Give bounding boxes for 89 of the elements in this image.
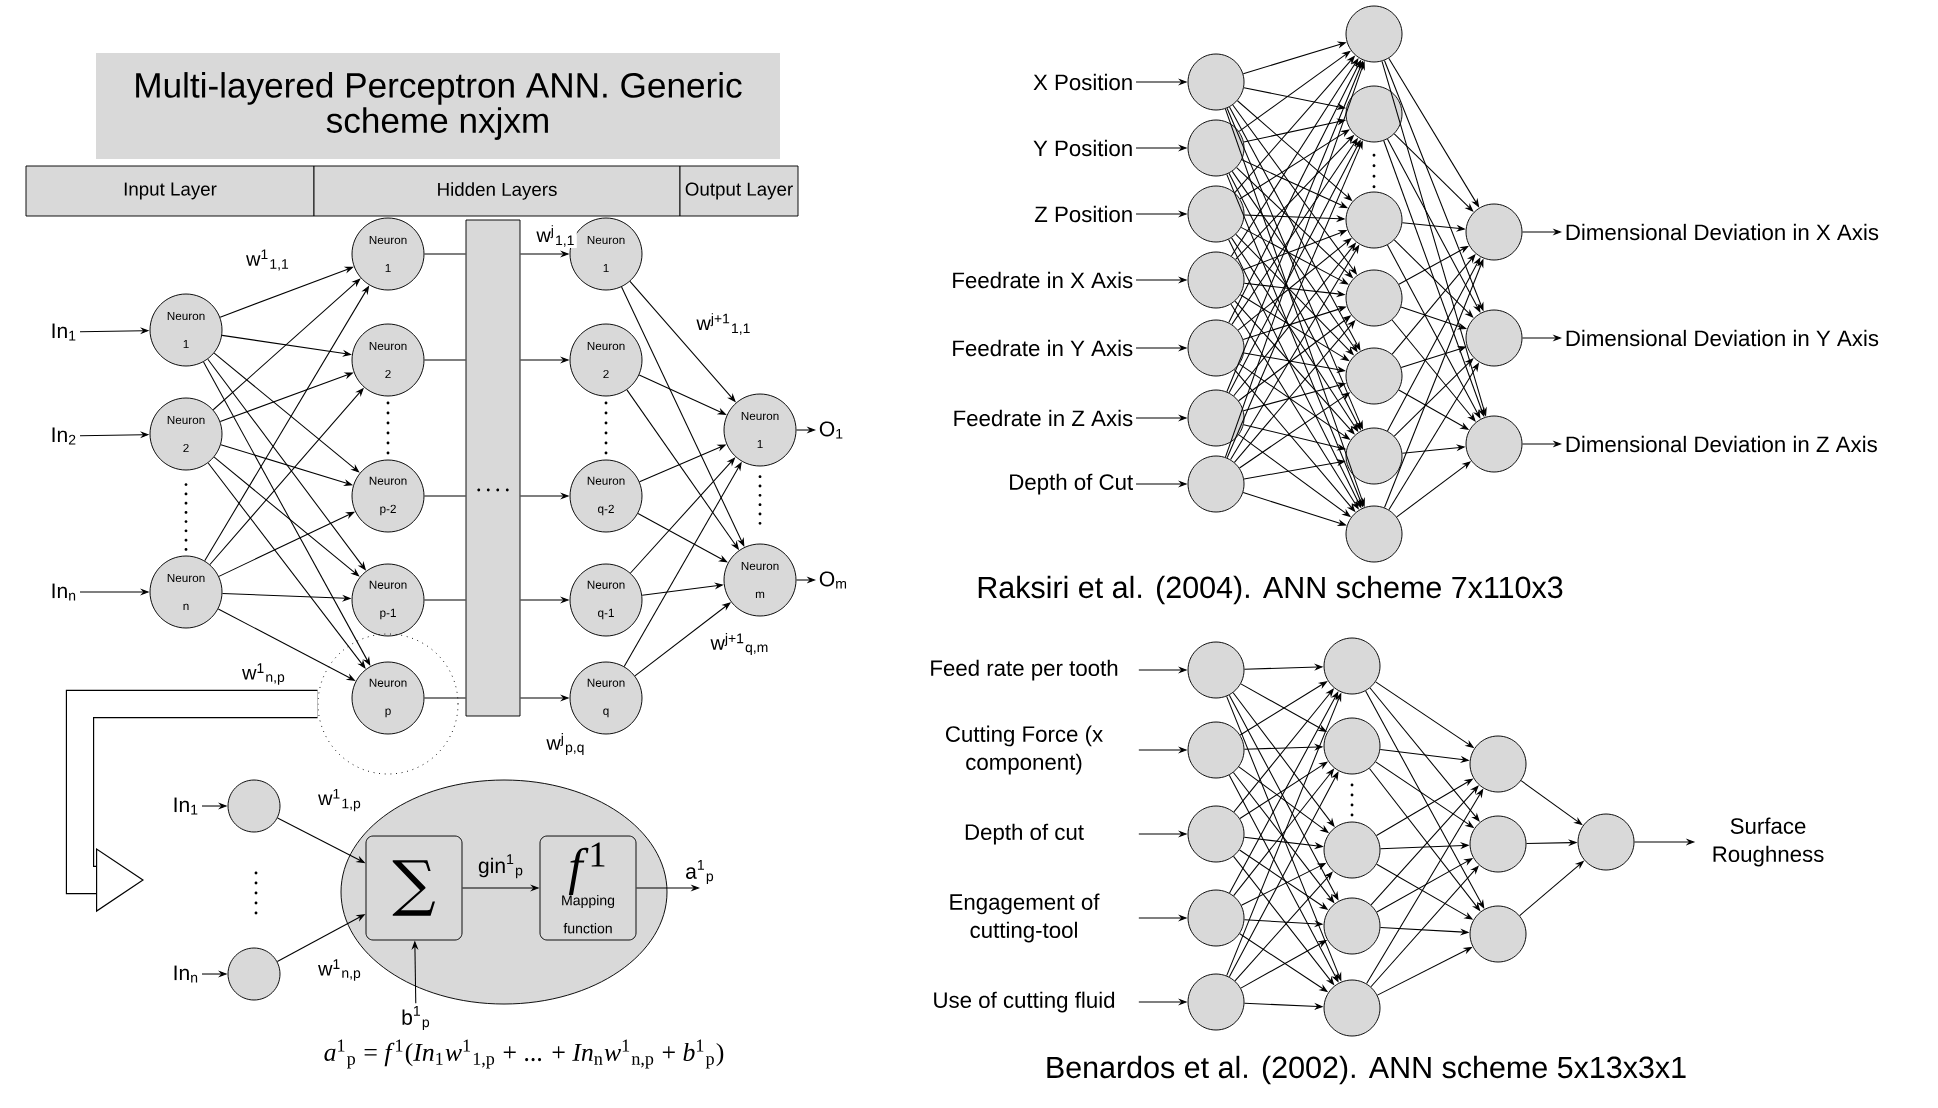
formula: a$^{1}$$_{p}$ = f$^{1}$(In$_{1}$w$^{1}$$_{1,p}$ + ... + In$_{n}$w$^{1}$$_{n,p}$ + b$^{1}$$_{p}$) — [324, 1039, 724, 1069]
input-label: In$_{1}$ — [52, 323, 76, 341]
neuron-circle — [1345, 269, 1403, 327]
neuron-circle — [1187, 389, 1245, 447]
input-label: Use of cutting fluid — [934, 991, 1115, 1013]
connection-line — [423, 253, 467, 255]
arrow — [213, 352, 360, 473]
arrow — [1386, 138, 1481, 313]
connection-line — [423, 359, 467, 361]
arrow — [1243, 459, 1346, 480]
input-label: Y Position — [1033, 139, 1132, 157]
neuron-circle — [1187, 973, 1245, 1031]
header-cell: Input Layer — [25, 165, 315, 217]
arrow — [1234, 871, 1333, 982]
output-label: O$_{m}$ — [819, 571, 847, 589]
connection-line — [423, 697, 467, 699]
arrow — [1230, 303, 1359, 510]
arrow — [213, 456, 360, 577]
neuron-circle — [1323, 897, 1381, 955]
layer-bar — [465, 219, 521, 717]
caption: Raksiri et al. (2004). ANN scheme 7x110x3 — [978, 575, 1563, 605]
neuron-circle — [227, 779, 281, 833]
arrow — [1240, 226, 1349, 285]
input-label: Feedrate in Y Axis — [953, 339, 1133, 357]
neuron-circle — [1323, 717, 1381, 775]
neuron-circle — [1469, 815, 1527, 873]
neuron-circle — [1187, 319, 1245, 377]
summation-box: ∑ — [365, 835, 463, 941]
input-label: Feedrate in Z Axis — [954, 409, 1133, 427]
neuron-circle — [1323, 979, 1381, 1037]
input-label: Feedrate in X Axis — [953, 271, 1133, 289]
input-label: Depth of cut — [965, 823, 1084, 845]
neuron-circle — [1465, 309, 1523, 367]
neuron-circle — [1345, 5, 1403, 63]
neuron-circle — [1345, 191, 1403, 249]
neuron-circle — [1187, 889, 1245, 947]
neuron-circle — [1577, 813, 1635, 871]
highlight-circle — [317, 633, 459, 775]
arrow — [637, 512, 728, 563]
arrow — [212, 278, 361, 411]
neuron-circle — [1345, 85, 1403, 143]
arrow — [1234, 300, 1355, 435]
arrow — [1370, 785, 1479, 906]
input-label: Cutting Force (x component) — [946, 725, 1103, 775]
input-label: In$_{1}$ — [174, 797, 198, 815]
neuron-circle — [1345, 505, 1403, 563]
neuron-circle — [1187, 185, 1245, 243]
neuron-circle — [1187, 119, 1245, 177]
neuron-circle — [1323, 637, 1381, 695]
caption: Benardos et al. (2002). ANN scheme 5x13x3x1 — [1047, 1055, 1686, 1085]
neuron-circle — [1323, 821, 1381, 879]
arrow — [1365, 690, 1485, 909]
header-cell: Output Layer — [679, 165, 799, 217]
neuron-circle — [1465, 203, 1523, 261]
neuron-circle — [1187, 721, 1245, 779]
neuron-circle — [1345, 427, 1403, 485]
input-label: Feed rate per tooth — [931, 659, 1118, 681]
input-label: In$_{n}$ — [52, 583, 76, 601]
neuron-circle — [1345, 347, 1403, 405]
neuron-circle — [1465, 415, 1523, 473]
input-label: In$_{2}$ — [52, 427, 76, 445]
output-label: O$_{1}$ — [819, 421, 843, 439]
output-label: Surface Roughness — [1713, 817, 1824, 867]
arrow — [1391, 319, 1476, 422]
title-box: Multi-layered Perceptron ANN. Generic scheme nxjxm — [96, 53, 780, 159]
input-label: Engagement of cutting-tool — [950, 893, 1100, 943]
arrow — [629, 457, 736, 574]
neuron-circle — [1187, 805, 1245, 863]
arrow — [1400, 306, 1467, 330]
output-label: Dimensional Deviation in X Axis — [1566, 223, 1879, 241]
output-label: Dimensional Deviation in Y Axis — [1566, 329, 1879, 347]
neuron-circle — [1469, 905, 1527, 963]
neuron-circle — [1187, 455, 1245, 513]
arrow — [1243, 352, 1346, 373]
neuron-circle — [1187, 251, 1245, 309]
arrow — [1369, 687, 1480, 822]
input-label: Depth of Cut — [1010, 473, 1133, 495]
arrow — [1239, 129, 1350, 200]
output-label: Dimensional Deviation in Z Axis — [1566, 435, 1877, 453]
neuron-circle — [227, 947, 281, 1001]
input-label: Z Position — [1034, 205, 1132, 223]
connection-line — [423, 599, 467, 601]
neuron-circle — [1187, 641, 1245, 699]
connection-line — [423, 495, 467, 497]
neuron-circle — [1469, 735, 1527, 793]
neuron-circle — [1187, 53, 1245, 111]
arrow — [1228, 106, 1361, 351]
input-label: In$_{n}$ — [174, 965, 198, 983]
input-label: X Position — [1033, 73, 1132, 91]
